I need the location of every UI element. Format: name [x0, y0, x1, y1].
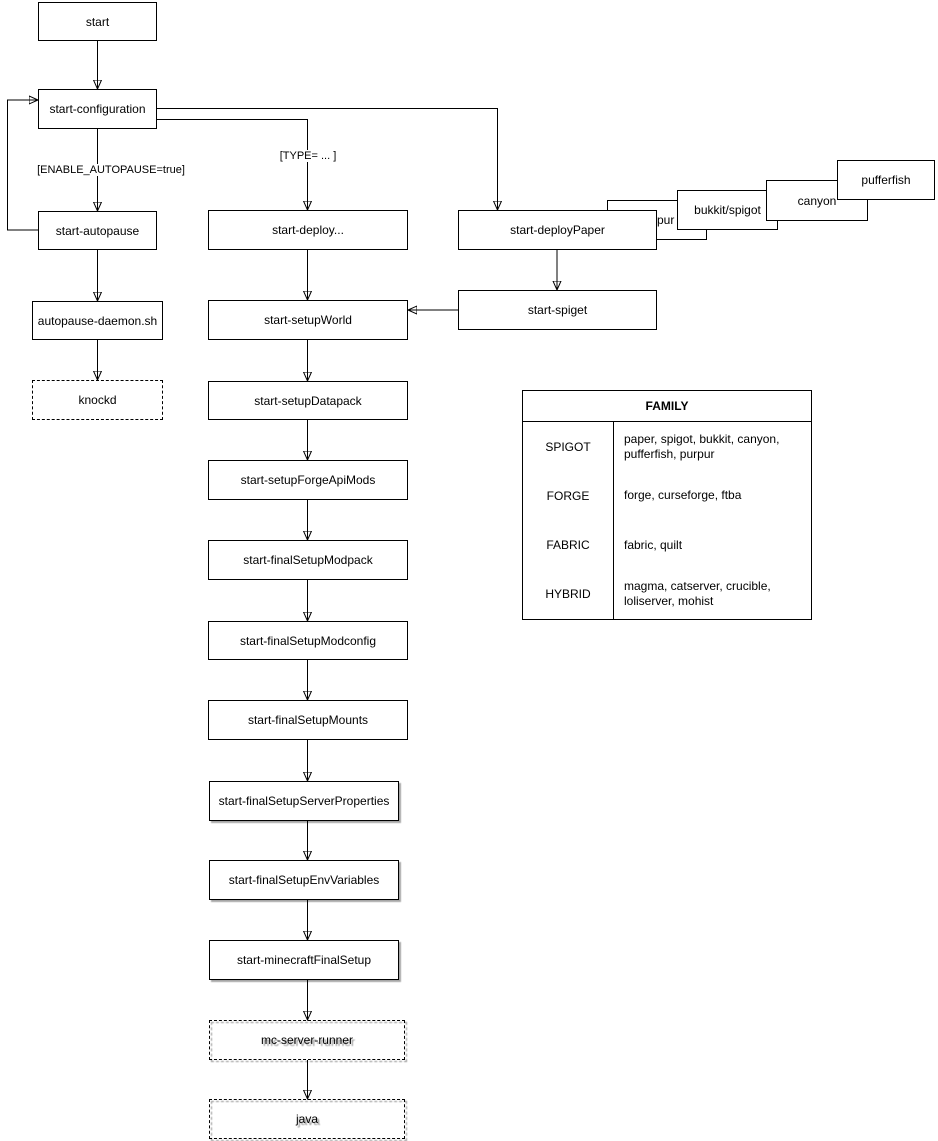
node-start-setupworld: start-setupWorld — [208, 300, 408, 340]
edge-configuration-to-deploypaper — [157, 108, 498, 211]
family-row-spigot-members: paper, spigot, bukkit, canyon, pufferfis… — [624, 431, 780, 461]
edge-label-type-condition: [TYPE= ... ] — [277, 150, 339, 162]
node-start-deploypaper: start-deployPaper — [458, 210, 657, 250]
node-start: start — [38, 2, 157, 41]
node-start-minecraftfinalsetup: start-minecraftFinalSetup — [209, 940, 399, 980]
node-start-finalsetupmounts: start-finalSetupMounts — [208, 700, 408, 740]
node-pufferfish: pufferfish — [837, 160, 935, 200]
node-mc-server-runner: mc-server-runner — [209, 1020, 405, 1060]
node-start-setupforgeapimods: start-setupForgeApiMods — [208, 460, 408, 500]
family-row-hybrid-members: magma, catserver, crucible, loliserver, … — [624, 579, 771, 609]
edge-configuration-to-deploy — [157, 119, 308, 211]
node-start-setupdatapack: start-setupDatapack — [208, 381, 408, 420]
family-row-forge-name: FORGE — [523, 471, 614, 521]
family-row-fabric-name: FABRIC — [523, 520, 614, 570]
node-autopause-daemon: autopause-daemon.sh — [32, 301, 163, 340]
edge-label-enable-autopause: [ENABLE_AUTOPAUSE=true] — [35, 164, 187, 176]
edge-autopause-loop-to-configuration — [7, 100, 39, 231]
node-start-configuration: start-configuration — [38, 89, 157, 129]
family-table-body: SPIGOT paper, spigot, bukkit, canyon, pu… — [523, 422, 811, 619]
node-start-finalsetupenvvariables: start-finalSetupEnvVariables — [209, 860, 399, 900]
node-start-finalsetupserverproperties: start-finalSetupServerProperties — [209, 781, 399, 821]
node-start-autopause: start-autopause — [38, 211, 157, 250]
family-table: FAMILY SPIGOT paper, spigot, bukkit, can… — [522, 390, 812, 620]
node-java: java — [209, 1099, 405, 1139]
node-start-deploy: start-deploy... — [208, 210, 408, 250]
node-start-finalsetupmodconfig: start-finalSetupModconfig — [208, 621, 408, 660]
family-row-spigot-name: SPIGOT — [523, 422, 614, 472]
family-row-hybrid-name: HYBRID — [523, 569, 614, 619]
family-row-forge-members: forge, curseforge, ftba — [624, 488, 742, 503]
node-start-spiget: start-spiget — [458, 290, 657, 330]
node-knockd: knockd — [32, 380, 163, 420]
node-start-finalsetupmodpack: start-finalSetupModpack — [208, 540, 408, 580]
node-bukkit-spigot: bukkit/spigot — [677, 190, 778, 230]
family-row-fabric-members: fabric, quilt — [624, 537, 683, 552]
family-table-title: FAMILY — [523, 391, 811, 422]
